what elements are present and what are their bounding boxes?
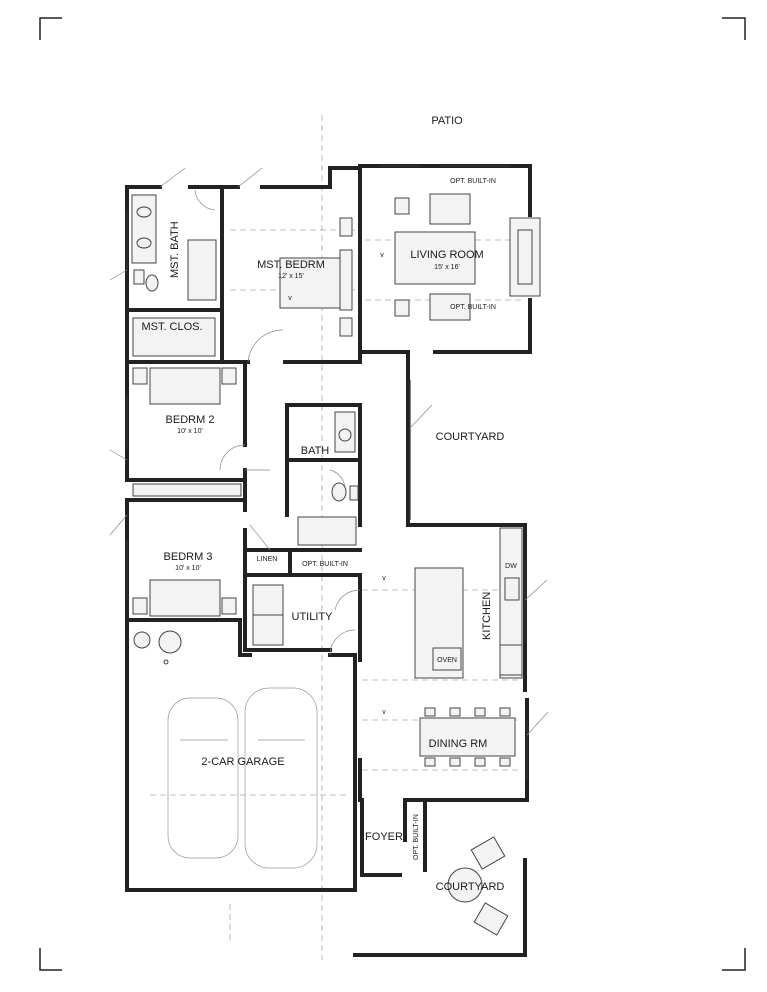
ceiling-marker: v (382, 575, 386, 582)
courtyard-fixtures (353, 836, 527, 957)
label-master-bed-dim: 12' x 15' (278, 273, 304, 280)
label-patio: PATIO (431, 115, 463, 127)
label-utility: UTILITY (292, 611, 334, 623)
label-garage: 2-CAR GARAGE (201, 756, 284, 768)
master-bath-fixtures (131, 194, 217, 357)
label-opt-built-in-top: OPT. BUILT-IN (450, 178, 496, 185)
hall-bath-fixtures (297, 411, 359, 546)
label-foyer: FOYER (365, 831, 403, 843)
label-bedroom-3: BEDRM 3 (164, 551, 213, 563)
room-labels: PATIO OPT. BUILT-IN LIVING ROOM 15' x 16… (141, 115, 517, 893)
label-opt-built-in-bottom: OPT. BUILT-IN (450, 304, 496, 311)
label-living-room-dim: 15' x 16' (434, 264, 460, 271)
walls (125, 164, 532, 892)
label-dishwasher: DW (505, 563, 517, 570)
label-bedroom-2-dim: 10' x 10' (177, 428, 203, 435)
label-courtyard-lower: COURTYARD (436, 881, 505, 893)
label-bedroom-3-dim: 10' x 10' (175, 565, 201, 572)
crop-marks (39, 17, 746, 971)
dining-furniture (419, 707, 516, 767)
label-living-room: LIVING ROOM (410, 249, 483, 261)
garage-fixtures (133, 630, 182, 665)
door-swings (109, 167, 549, 736)
bedroom-furniture (132, 367, 242, 617)
utility-fixtures (252, 584, 284, 646)
label-bath: BATH (301, 445, 330, 457)
label-oven: OVEN (437, 657, 457, 664)
car-outlines (167, 687, 318, 869)
label-courtyard-upper: COURTYARD (436, 431, 505, 443)
ceiling-marker: v (288, 295, 292, 302)
label-kitchen: KITCHEN (481, 592, 493, 640)
label-master-bed: MST. BEDRM (257, 259, 325, 271)
label-opt-built-in-foyer: OPT. BUILT-IN (413, 814, 420, 860)
living-furniture (394, 193, 541, 321)
ceiling-marker: v (382, 709, 386, 716)
label-opt-built-in-hall: OPT. BUILT-IN (302, 561, 348, 568)
ceiling-markers: v v v v (288, 252, 386, 716)
label-linen: LINEN (257, 556, 278, 563)
master-bed-furniture (279, 217, 353, 337)
label-master-bath: MST. BATH (169, 221, 181, 278)
ceiling-marker: v (380, 252, 384, 259)
label-bedroom-2: BEDRM 2 (166, 414, 215, 426)
kitchen-fixtures (414, 527, 523, 679)
label-dining: DINING RM (429, 738, 488, 750)
label-master-closet: MST. CLOS. (141, 321, 202, 333)
